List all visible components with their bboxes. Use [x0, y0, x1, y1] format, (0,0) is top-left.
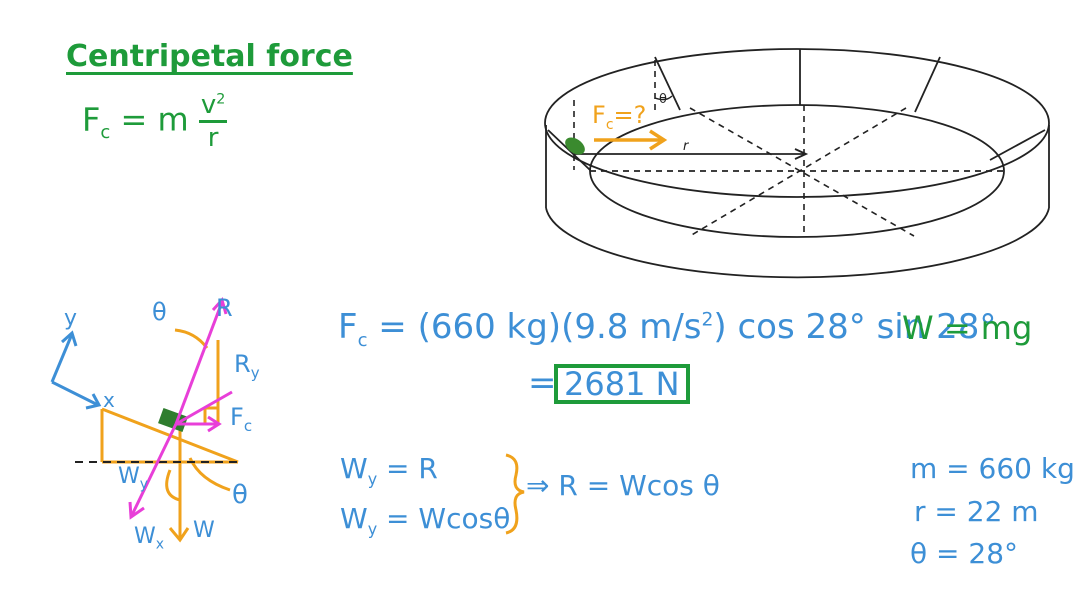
formula-num: v [200, 90, 217, 120]
track-outer-rim [544, 48, 1050, 198]
formula-eq: = m [120, 100, 189, 139]
result-box: 2681 N [554, 364, 690, 404]
fbd-Wy: Wy [118, 464, 149, 493]
calc-line-1: Fc = (660 kg)(9.8 m/s2) cos 28° sin 28° [338, 307, 997, 351]
formula-num-sup: 2 [216, 91, 226, 108]
fbd-theta-top: θ [152, 298, 167, 326]
eq-wy-wcos: Wy = Wcosθ [340, 502, 511, 539]
fbd-Ry: Ry [234, 350, 260, 382]
bank-radius-label: r [683, 139, 689, 154]
block-icon [158, 408, 188, 432]
formula-lhs-sub: c [100, 121, 111, 143]
given-mass: m = 660 kg [910, 452, 1075, 485]
car-icon [565, 137, 585, 155]
eq-wy-r: Wy = R [340, 452, 438, 489]
given-angle: θ = 28° [910, 537, 1019, 570]
fbd-W: W [193, 518, 215, 543]
formula-lhs: F [82, 100, 101, 139]
bank-theta-label: θ [659, 92, 667, 107]
formula-den: r [207, 123, 219, 153]
page-title: Centripetal force [66, 39, 353, 74]
calc-line-2-eq: = [528, 363, 557, 403]
fbd-axis-x: x [103, 388, 115, 412]
fbd-axis-y: y [64, 306, 78, 331]
fbd-R: R [216, 294, 233, 322]
eq-implies: ⇒ R = Wcos θ [526, 469, 720, 502]
track-bottom-edge [545, 207, 1050, 279]
fbd-Fc: Fc [230, 403, 253, 435]
fbd-Wx: Wx [134, 524, 165, 553]
given-radius: r = 22 m [914, 495, 1039, 528]
bank-fc-label: Fc=? [592, 101, 647, 133]
weight-equation: W = mg [902, 309, 1033, 347]
fbd-theta-bottom: θ [232, 480, 248, 510]
centripetal-formula: Fc = m v2 r [82, 90, 228, 153]
